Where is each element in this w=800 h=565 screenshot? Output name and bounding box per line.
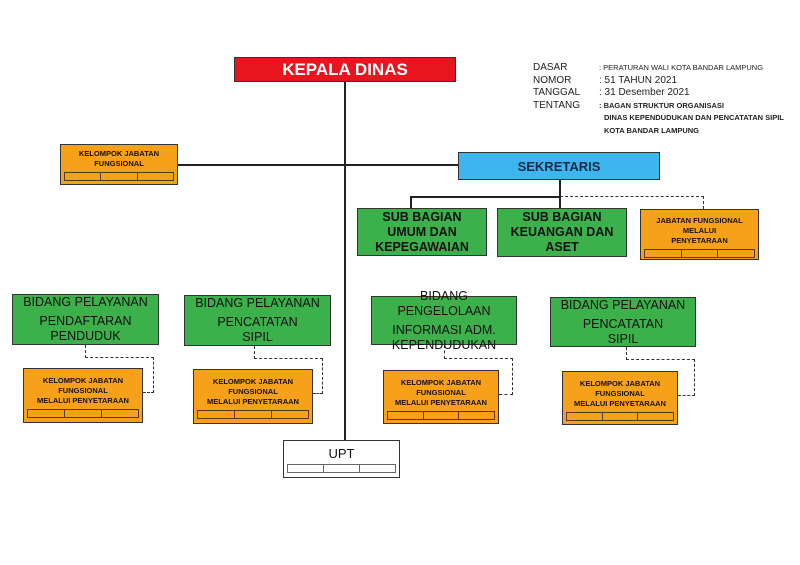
bidang-pengelolaan-informasi-box: BIDANG PENGELOLAAN INFORMASI ADM.KEPENDUD… — [371, 289, 517, 352]
box-label: ASET — [545, 240, 579, 254]
connector-line — [559, 180, 561, 197]
document-info: DASAR : PERATURAN WALI KOTA BANDAR LAMPUN… — [533, 62, 784, 137]
info-value: : PERATURAN WALI KOTA BANDAR LAMPUNG — [599, 63, 764, 72]
box-label: KELOMPOK JABATAN — [42, 376, 124, 385]
cell-row — [387, 411, 495, 420]
box-label: MELALUI PENYETARAAN — [207, 397, 299, 406]
kepala-dinas-box: KEPALA DINAS — [234, 57, 456, 82]
box-label: SUB BAGIAN — [382, 209, 462, 224]
dashed-connector — [678, 359, 695, 396]
box-label: BIDANG PELAYANAN — [195, 296, 320, 310]
box-label: FUNGSIONAL — [416, 388, 466, 397]
info-value: KOTA BANDAR LAMPUNG — [604, 125, 699, 135]
cell-row — [197, 410, 309, 419]
cell-row — [644, 249, 755, 258]
box-label: KELOMPOK JABATAN — [78, 149, 160, 158]
dashed-connector — [499, 358, 513, 395]
connector-line — [559, 196, 561, 208]
cell-row — [27, 409, 139, 418]
box-label: MELALUI PENYETARAAN — [395, 398, 487, 407]
connector-line — [344, 81, 346, 440]
dashed-connector — [560, 196, 704, 209]
box-label: MELALUI PENYETARAAN — [37, 396, 129, 405]
box-label: FUNGSIONAL — [94, 159, 144, 168]
box-label: PENDAFTARAN — [39, 314, 132, 328]
dashed-connector — [313, 358, 323, 394]
box-label: FUNGSIONAL — [58, 386, 108, 395]
info-value: DINAS KEPENDUDUKAN DAN PENCATATAN SIPIL — [604, 113, 784, 122]
box-label: PENYETARAAN — [671, 236, 728, 245]
dashed-connector — [254, 346, 323, 359]
box-label: PENCATATAN — [217, 315, 298, 329]
box-label: BIDANG PELAYANAN — [560, 297, 686, 312]
box-label: KEPALA DINAS — [282, 59, 408, 79]
box-label: KELOMPOK JABATAN — [579, 379, 661, 388]
info-value: : BAGAN STRUKTUR ORGANISASI — [599, 100, 724, 110]
connector-line — [410, 196, 560, 198]
box-label: SUB BAGIAN — [522, 210, 602, 224]
box-label: KEUANGAN DAN — [510, 225, 614, 239]
dashed-connector — [444, 345, 513, 359]
box-label: PENCATATAN — [582, 316, 664, 331]
box-label: PENDUDUK — [50, 329, 121, 343]
box-label: KELOMPOK JABATAN — [400, 378, 482, 387]
connector-line — [178, 164, 458, 166]
upt-box: UPT — [283, 440, 400, 478]
box-label: KELOMPOK JABATAN — [212, 377, 294, 386]
info-key: NOMOR — [533, 74, 572, 86]
box-label: FUNGSIONAL — [228, 387, 278, 396]
cell-row — [566, 412, 674, 421]
box-label: MELALUI — [682, 226, 717, 235]
info-key: TENTANG — [533, 99, 581, 111]
box-label: BIDANG PENGELOLAAN — [397, 288, 491, 318]
box-label: KEPEGAWAIAN — [375, 239, 469, 254]
connector-line — [410, 196, 412, 208]
box-label: MELALUI PENYETARAAN — [574, 399, 666, 408]
cell-row — [64, 172, 174, 181]
box-label: INFORMASI ADM. — [392, 322, 496, 337]
sekretaris-box: SEKRETARIS — [458, 152, 660, 180]
box-label: UMUM DAN — [387, 224, 457, 239]
dashed-connector — [143, 357, 154, 393]
info-value: : 51 TAHUN 2021 — [599, 74, 678, 86]
info-key: DASAR — [533, 62, 568, 73]
box-label: BIDANG PELAYANAN — [23, 295, 148, 309]
box-label: UPT — [328, 445, 355, 461]
box-label: KEPENDUDUKAN — [391, 337, 497, 352]
box-label: SIPIL — [607, 331, 639, 346]
dashed-connector — [626, 347, 695, 360]
box-label: FUNGSIONAL — [595, 389, 645, 398]
info-value: : 31 Desember 2021 — [599, 87, 690, 98]
cell-row — [287, 463, 396, 473]
info-key: TANGGAL — [533, 87, 581, 98]
dashed-connector — [85, 345, 154, 358]
box-label: SEKRETARIS — [517, 158, 601, 174]
box-label: JABATAN FUNGSIONAL — [656, 216, 743, 225]
box-label: SIPIL — [242, 330, 273, 344]
